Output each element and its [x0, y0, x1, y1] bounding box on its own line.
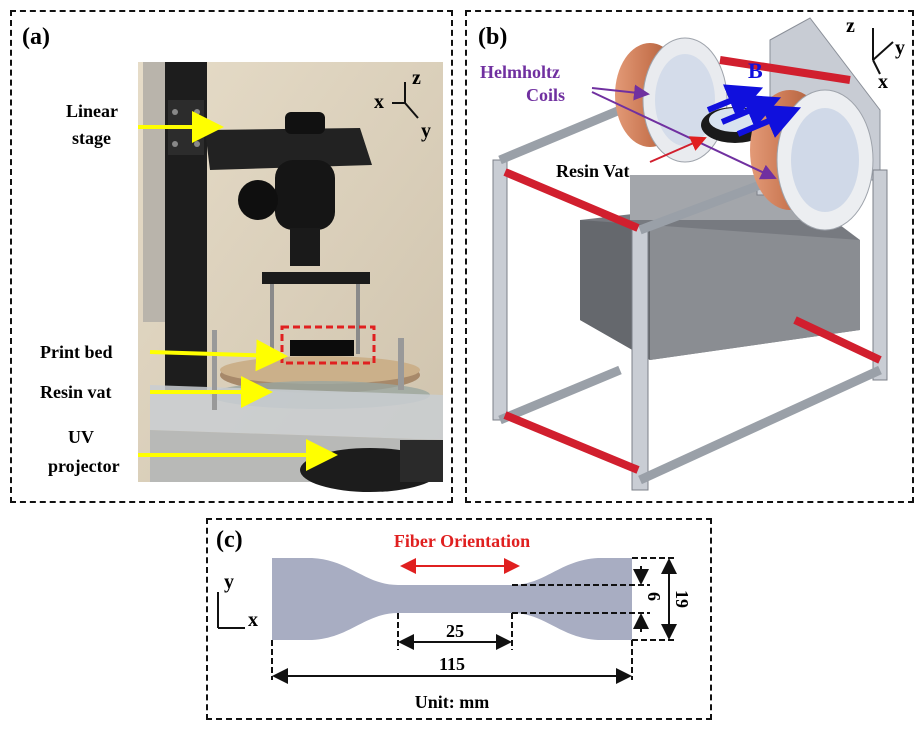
panel-a-label: (a)	[22, 24, 50, 50]
callout-print-bed: Print bed	[40, 342, 113, 362]
axis-y-a: y	[421, 120, 431, 142]
callout-linear-2: stage	[72, 128, 111, 148]
dim-25-label: 25	[446, 621, 464, 641]
axes-triad-b	[872, 28, 894, 75]
callout-uv-2: projector	[48, 456, 120, 476]
axis-x-c: x	[248, 609, 258, 631]
b-field-label: B	[748, 58, 763, 83]
arrow-print-bed	[149, 339, 288, 372]
helmholtz-pointer-1	[591, 84, 650, 101]
axis-z-b: z	[846, 15, 855, 37]
panel-b-label: (b)	[478, 24, 507, 50]
panel-b	[465, 10, 914, 503]
helmholtz-label-1: Helmholtz	[480, 62, 560, 82]
dim-19-label: 19	[672, 590, 692, 608]
dogbone-specimen	[272, 558, 632, 640]
resin-vat-label-b: Resin Vat	[556, 161, 630, 181]
helmholtz-label-2: Coils	[526, 85, 565, 105]
panel-a	[10, 10, 453, 503]
axis-x-b: x	[878, 71, 888, 93]
axis-x-a: x	[374, 91, 384, 113]
axes-triad-c	[217, 592, 245, 629]
axis-y-c: y	[224, 571, 234, 593]
callout-uv-1: UV	[68, 427, 94, 447]
fiber-orientation-label: Fiber Orientation	[394, 531, 530, 551]
panel-c-label: (c)	[216, 527, 243, 553]
axis-z-a: z	[412, 67, 421, 89]
printer-photo	[138, 62, 443, 492]
frame-red-rails	[503, 56, 882, 474]
panel-c	[206, 518, 712, 720]
helmholtz-pointer-2	[591, 91, 777, 180]
b-field-arrows	[706, 84, 802, 138]
dim-6-label: 6	[644, 592, 664, 601]
resin-vat-pointer	[649, 136, 707, 163]
dim-115-label: 115	[439, 654, 465, 674]
axis-y-b: y	[895, 37, 905, 59]
unit-label: Unit: mm	[415, 692, 490, 712]
callout-resin-vat: Resin vat	[40, 382, 112, 402]
callout-linear-1: Linear	[66, 101, 118, 121]
cad-assembly	[492, 17, 888, 491]
axes-triad-a	[392, 82, 419, 119]
